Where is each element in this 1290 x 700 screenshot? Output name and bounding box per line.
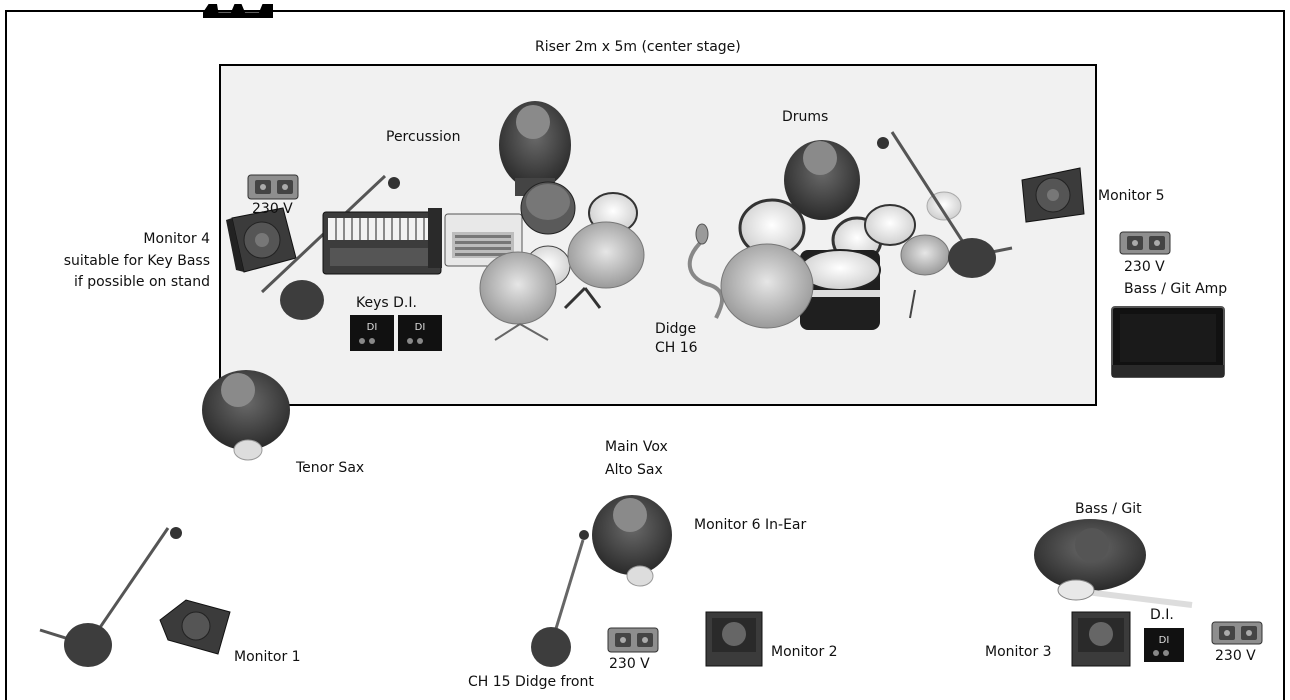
monitor-4-note-2: if possible on stand [73,274,210,290]
voltage-label-front-center: 230 V [609,656,650,672]
power-outlet-riser-right [1119,231,1171,255]
laptop [444,213,523,267]
monitor-2-label: Monitor 2 [771,644,838,660]
power-outlet-front-right [1211,621,1263,645]
monitor-1-speaker [159,599,231,655]
keys-di-box-right: DI [398,315,442,351]
keys-di-box-right-text: DI [415,322,426,333]
voltage-label-riser-left: 230 V [252,201,293,217]
mic-stand-main-vox [531,530,589,667]
percussionist [499,101,571,196]
didge-label: Didge [655,321,697,337]
main-vox-label: Main Vox [605,439,668,455]
monitor-3-speaker [1071,611,1131,667]
bass-git-amp-label: Bass / Git Amp [1124,281,1228,297]
alto-sax-label: Alto Sax [605,462,663,478]
mic-stand-tenor-sax [39,527,182,667]
riser-label: Riser 2m x 5m (center stage) [535,39,741,55]
drum-kit [720,191,962,330]
monitor-5-speaker [1021,167,1085,223]
bass-di-box: DI [1144,628,1184,662]
monitor-4-note-1: suitable for Key Bass [63,253,210,269]
monitor-1-label: Monitor 1 [234,649,301,665]
mic-stand-drums [877,131,1013,278]
percussion-kit [479,181,645,341]
bass-git-amp [1111,306,1225,378]
power-outlet-front-center [607,627,659,653]
percussion-label: Percussion [386,129,461,145]
monitor-5-label: Monitor 5 [1098,188,1165,204]
bass-git-label: Bass / Git [1075,501,1142,517]
keys-di-label: Keys D.I. [356,295,417,311]
bass-git-player [1034,519,1193,608]
bass-di-label: D.I. [1150,607,1174,623]
monitor-3-label: Monitor 3 [985,644,1052,660]
keyboard-synth [322,208,442,275]
mic-stand-riser-left [260,174,400,320]
voltage-label-front-right: 230 V [1215,648,1256,664]
keys-di-box-left: DI [350,315,394,351]
didge-channel-label: CH 16 [655,340,698,356]
monitor-4-speaker [226,207,297,273]
drums-label: Drums [782,109,829,125]
monitor-4-label: Monitor 4 [143,231,210,247]
power-outlet-riser-left [247,174,299,200]
voltage-label-riser-right: 230 V [1124,259,1165,275]
main-vox-player [592,495,672,587]
ch15-didge-front-label: CH 15 Didge front [468,674,594,690]
keys-di-box-left-text: DI [367,322,378,333]
didge-mic [687,223,724,319]
drummer [784,140,860,220]
monitor-2-speaker [705,611,763,667]
tenor-sax-player [202,370,290,461]
bass-di-box-text: DI [1159,635,1170,646]
monitor-6-label: Monitor 6 In-Ear [694,517,807,533]
tenor-sax-label: Tenor Sax [296,460,365,476]
